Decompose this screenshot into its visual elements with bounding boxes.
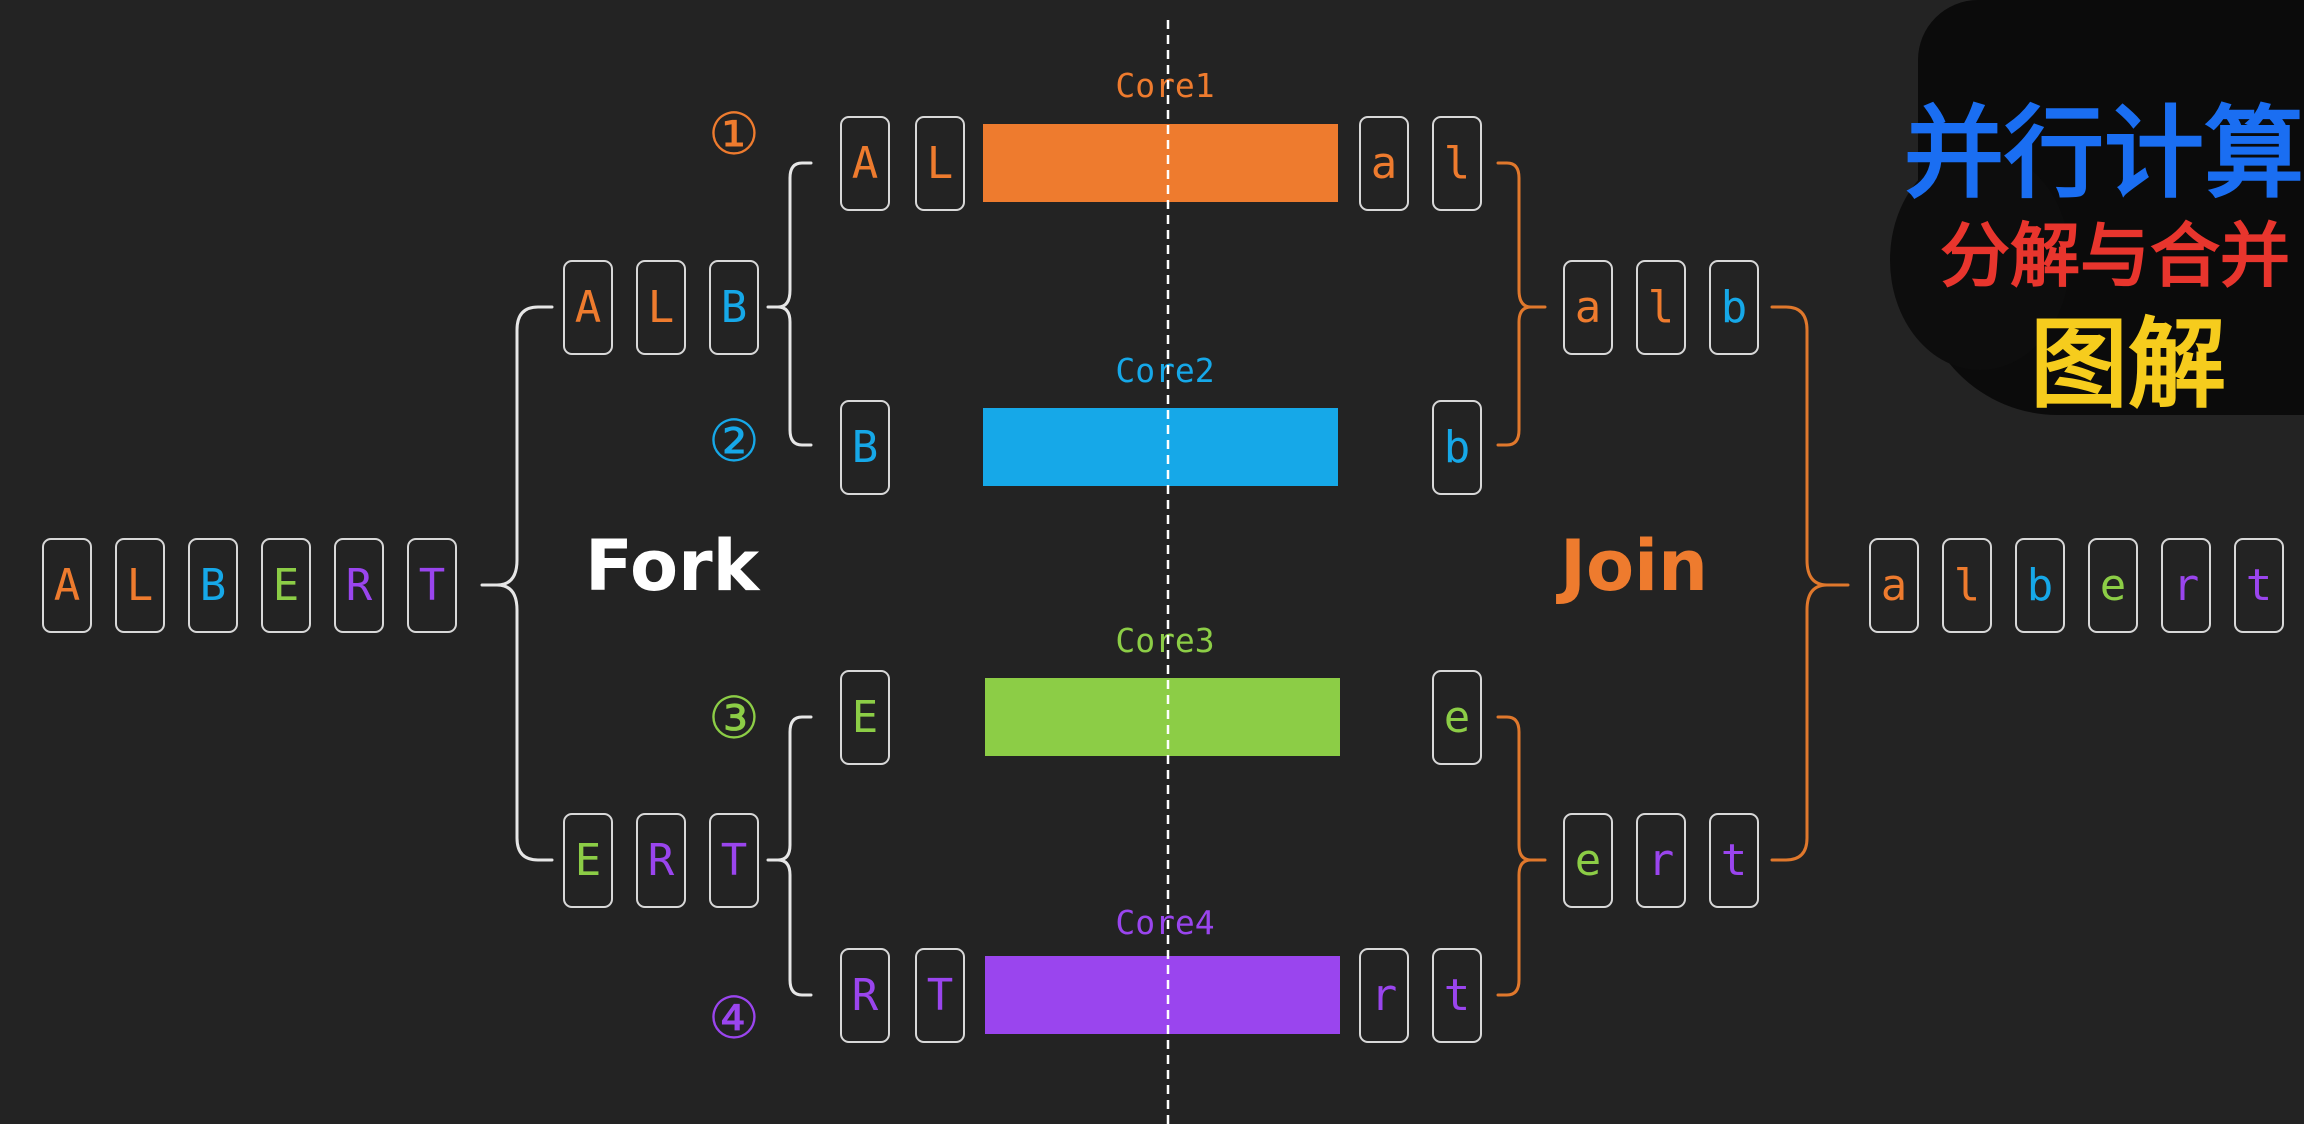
core-bar [985, 678, 1340, 756]
join-bracket-lower [1496, 715, 1547, 997]
join-group-letter-box: e [1563, 813, 1613, 908]
core-bar [983, 408, 1338, 486]
core-input-letter-box: B [840, 400, 890, 495]
title-line-2: 分解与合并 [1940, 214, 2290, 297]
core-output-letter-box: r [1359, 948, 1409, 1043]
result-letter-box: t [2234, 538, 2284, 633]
fork-group-letter-box: L [636, 260, 686, 355]
source-letter-box: L [115, 538, 165, 633]
core-input-letter-box: E [840, 670, 890, 765]
core-label: Core4 [1115, 903, 1215, 942]
core-label: Core2 [1115, 351, 1215, 390]
fork-group-letter-box: T [709, 813, 759, 908]
source-letter-box: E [261, 538, 311, 633]
core-label: Core1 [1115, 66, 1215, 105]
source-letter-box: B [188, 538, 238, 633]
core-output-letter-box: l [1432, 116, 1482, 211]
core-label: Core3 [1115, 621, 1215, 660]
core-input-letter-box: R [840, 948, 890, 1043]
join-bracket-main [1770, 305, 1850, 862]
title-line-1: 并行计算 [1904, 94, 2304, 212]
join-group-letter-box: t [1709, 813, 1759, 908]
fork-label: Fork [585, 525, 760, 607]
core-output-letter-box: b [1432, 400, 1482, 495]
core-input-letter-box: T [915, 948, 965, 1043]
core-bar [985, 956, 1340, 1034]
fork-bracket-main [480, 305, 554, 862]
source-letter-box: T [407, 538, 457, 633]
result-letter-box: l [1942, 538, 1992, 633]
core-number-badge: ④ [708, 984, 760, 1052]
fork-bracket-lower [766, 715, 813, 997]
core-input-letter-box: L [915, 116, 965, 211]
result-letter-box: b [2015, 538, 2065, 633]
fork-group-letter-box: E [563, 813, 613, 908]
join-bracket-upper [1496, 161, 1547, 447]
core-number-badge: ② [708, 407, 760, 475]
result-letter-box: a [1869, 538, 1919, 633]
join-label: Join [1560, 525, 1708, 607]
result-letter-box: r [2161, 538, 2211, 633]
join-group-letter-box: r [1636, 813, 1686, 908]
core-bar [983, 124, 1338, 202]
result-letter-box: e [2088, 538, 2138, 633]
join-group-letter-box: l [1636, 260, 1686, 355]
brush-stroke-background-tail [1890, 150, 2070, 370]
join-group-letter-box: a [1563, 260, 1613, 355]
core-output-letter-box: t [1432, 948, 1482, 1043]
fork-bracket-upper [766, 161, 813, 447]
core-output-letter-box: a [1359, 116, 1409, 211]
source-letter-box: A [42, 538, 92, 633]
source-letter-box: R [334, 538, 384, 633]
fork-group-letter-box: B [709, 260, 759, 355]
core-number-badge: ① [708, 100, 760, 168]
title-line-3: 图解 [2029, 307, 2226, 422]
core-output-letter-box: e [1432, 670, 1482, 765]
core-input-letter-box: A [840, 116, 890, 211]
join-group-letter-box: b [1709, 260, 1759, 355]
core-number-badge: ③ [708, 684, 760, 752]
fork-group-letter-box: R [636, 813, 686, 908]
fork-group-letter-box: A [563, 260, 613, 355]
